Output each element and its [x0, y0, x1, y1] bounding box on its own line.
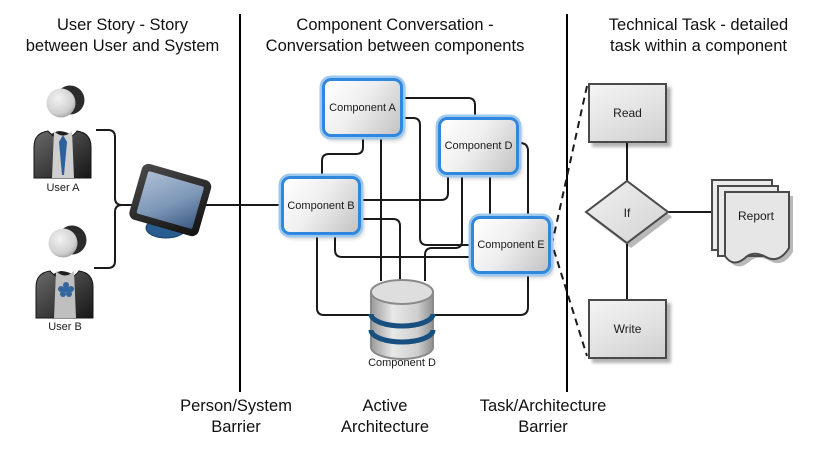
write-task-box: Write: [588, 299, 667, 359]
header-technical-task: Technical Task - detailed task within a …: [586, 15, 811, 57]
header-user-story: User Story - Story between User and Syst…: [5, 15, 240, 57]
header-user-story-line2: between User and System: [25, 37, 220, 55]
component-d-label: Component D: [444, 140, 513, 152]
read-task-box: Read: [588, 83, 667, 143]
write-task-label: Write: [613, 322, 642, 336]
active-architecture-line1: Active: [362, 397, 408, 415]
task-architecture-barrier-caption: Task/Architecture Barrier: [448, 396, 638, 438]
header-technical-task-line2: task within a component: [609, 37, 787, 55]
component-a-label: Component A: [329, 101, 396, 114]
report-label: Report: [737, 209, 775, 223]
component-b-box: Component B: [281, 176, 361, 235]
if-diamond-label: If: [623, 206, 631, 220]
active-architecture-caption: Active Architecture: [295, 396, 475, 438]
task-architecture-barrier-line1: Task/Architecture: [479, 397, 607, 415]
component-b-label: Component B: [287, 199, 355, 212]
component-d-box: Component D: [438, 117, 519, 175]
user-b-icon: [35, 225, 94, 319]
header-component-conversation-line1: Component Conversation -: [296, 16, 494, 34]
component-a-box: Component A: [322, 78, 403, 137]
header-technical-task-line1: Technical Task - detailed: [608, 16, 789, 34]
user-a-caption: User A: [46, 182, 80, 194]
user-b-caption: User B: [48, 321, 82, 333]
component-e-box: Component E: [471, 216, 551, 274]
active-architecture-line2: Architecture: [340, 418, 430, 436]
header-component-conversation: Component Conversation - Conversation be…: [250, 15, 540, 57]
task-architecture-barrier-line2: Barrier: [518, 418, 568, 436]
person-system-barrier-caption: Person/System Barrier: [146, 396, 326, 438]
database-icon: [368, 279, 436, 360]
monitor-icon: [129, 163, 212, 239]
read-task-label: Read: [613, 106, 642, 120]
expansion-dashed-lines: [550, 85, 588, 357]
user-a-icon: [33, 85, 92, 179]
person-system-barrier-line1: Person/System: [180, 397, 292, 415]
header-user-story-line1: User Story - Story: [56, 16, 189, 34]
database-caption: Component D: [368, 357, 436, 369]
component-e-label: Component E: [477, 239, 545, 251]
if-diamond: [584, 179, 672, 248]
report-document-icon: [711, 179, 793, 267]
header-component-conversation-line2: Conversation between components: [265, 37, 525, 55]
person-system-barrier-line2: Barrier: [211, 418, 261, 436]
